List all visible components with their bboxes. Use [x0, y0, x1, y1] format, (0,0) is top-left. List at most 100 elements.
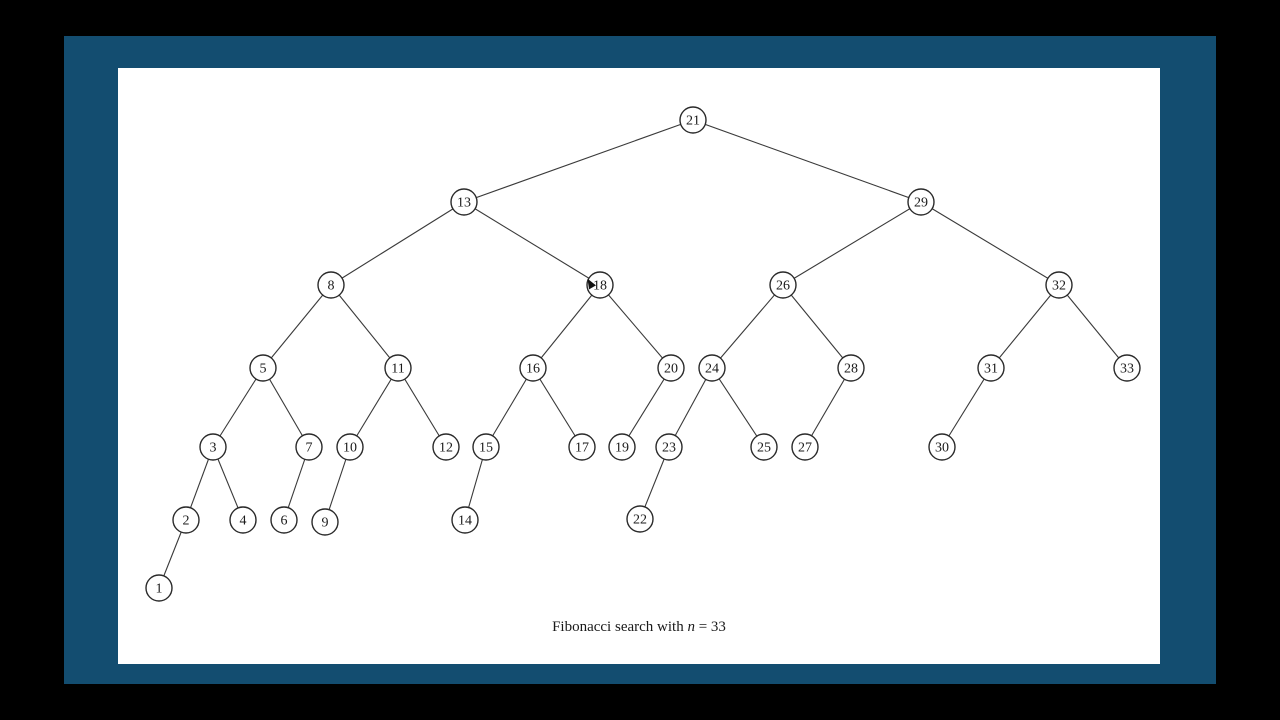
node-circle: [270, 506, 298, 534]
node-label: 23: [662, 441, 676, 456]
tree-node-18: 18: [586, 271, 614, 299]
node-circle: [451, 506, 479, 534]
node-circle: [450, 188, 478, 216]
caption-suffix: = 33: [694, 619, 726, 635]
node-label: 31: [984, 362, 998, 377]
tree-edge-32-31: [990, 284, 1060, 369]
node-label: 7: [306, 441, 313, 456]
node-circle: [336, 433, 364, 461]
tree-edge-8-5: [262, 284, 332, 369]
node-circle: [172, 506, 200, 534]
tree-node-29: 29: [907, 188, 935, 216]
tree-edge-28-27: [804, 367, 852, 448]
tree-node-6: 6: [270, 506, 298, 534]
tree-edge-26-28: [782, 284, 852, 369]
tree-edge-26-24: [711, 284, 784, 369]
node-label: 4: [240, 514, 247, 529]
node-label: 8: [328, 279, 335, 294]
tree-edge-21-29: [692, 119, 922, 203]
node-circle: [472, 433, 500, 461]
tree-node-4: 4: [229, 506, 257, 534]
tree-node-27: 27: [791, 433, 819, 461]
node-label: 24: [705, 362, 719, 377]
tree-node-8: 8: [317, 271, 345, 299]
tree-edge-8-11: [330, 284, 399, 369]
tree-edge-5-7: [262, 367, 310, 448]
node-circle: [384, 354, 412, 382]
node-circle: [311, 508, 339, 536]
node-circle: [1045, 271, 1073, 299]
node-circle: [769, 271, 797, 299]
node-label: 19: [615, 441, 629, 456]
tree-edge-11-12: [397, 367, 447, 448]
node-label: 20: [664, 362, 678, 377]
tree-node-26: 26: [769, 271, 797, 299]
node-label: 3: [210, 441, 217, 456]
node-label: 27: [798, 441, 812, 456]
tree-node-20: 20: [657, 354, 685, 382]
tree-node-19: 19: [608, 433, 636, 461]
node-circle: [837, 354, 865, 382]
tree-node-22: 22: [626, 505, 654, 533]
node-circle: [568, 433, 596, 461]
tree-node-1: 1: [145, 574, 173, 602]
tree-edge-13-18: [463, 201, 601, 286]
node-circle: [432, 433, 460, 461]
tree-node-9: 9: [311, 508, 339, 536]
node-circle: [608, 433, 636, 461]
tree-node-25: 25: [750, 433, 778, 461]
node-circle: [626, 505, 654, 533]
node-circle: [586, 271, 614, 299]
tree-node-7: 7: [295, 433, 323, 461]
tree-node-10: 10: [336, 433, 364, 461]
caption-variable: n: [687, 619, 695, 635]
tree-node-5: 5: [249, 354, 277, 382]
tree-node-3: 3: [199, 433, 227, 461]
tree-edge-13-8: [330, 201, 465, 286]
node-circle: [698, 354, 726, 382]
node-label: 30: [935, 441, 949, 456]
node-label: 25: [757, 441, 771, 456]
node-label: 6: [281, 514, 288, 529]
tree-edge-29-32: [920, 201, 1060, 286]
node-label: 17: [575, 441, 589, 456]
caption-prefix: Fibonacci search with: [552, 619, 688, 635]
node-circle: [249, 354, 277, 382]
tree-node-17: 17: [568, 433, 596, 461]
tree-node-28: 28: [837, 354, 865, 382]
tree-node-16: 16: [519, 354, 547, 382]
tree-edge-5-3: [212, 367, 264, 448]
node-label: 33: [1120, 362, 1134, 377]
node-label: 10: [343, 441, 357, 456]
tree-edge-18-20: [599, 284, 672, 369]
node-label: 2: [183, 514, 190, 529]
node-label: 15: [479, 441, 493, 456]
node-circle: [317, 271, 345, 299]
tree-edge-21-13: [463, 119, 694, 203]
diagram-caption: Fibonacci search with n = 33: [118, 619, 1160, 636]
tree-node-23: 23: [655, 433, 683, 461]
node-label: 1: [156, 582, 163, 597]
node-circle: [791, 433, 819, 461]
tree-node-12: 12: [432, 433, 460, 461]
tree-node-21: 21: [679, 106, 707, 134]
node-label: 14: [458, 514, 472, 529]
node-circle: [519, 354, 547, 382]
tree-node-33: 33: [1113, 354, 1141, 382]
node-label: 13: [457, 196, 471, 211]
node-circle: [199, 433, 227, 461]
node-label: 9: [322, 516, 329, 531]
node-label: 26: [776, 279, 790, 294]
tree-edge-16-15: [485, 367, 534, 448]
tree-node-13: 13: [450, 188, 478, 216]
tree-node-31: 31: [977, 354, 1005, 382]
tree-edge-24-25: [711, 367, 765, 448]
node-label: 32: [1052, 279, 1066, 294]
node-label: 29: [914, 196, 928, 211]
node-label: 28: [844, 362, 858, 377]
tree-node-11: 11: [384, 354, 412, 382]
node-circle: [655, 433, 683, 461]
node-circle: [750, 433, 778, 461]
